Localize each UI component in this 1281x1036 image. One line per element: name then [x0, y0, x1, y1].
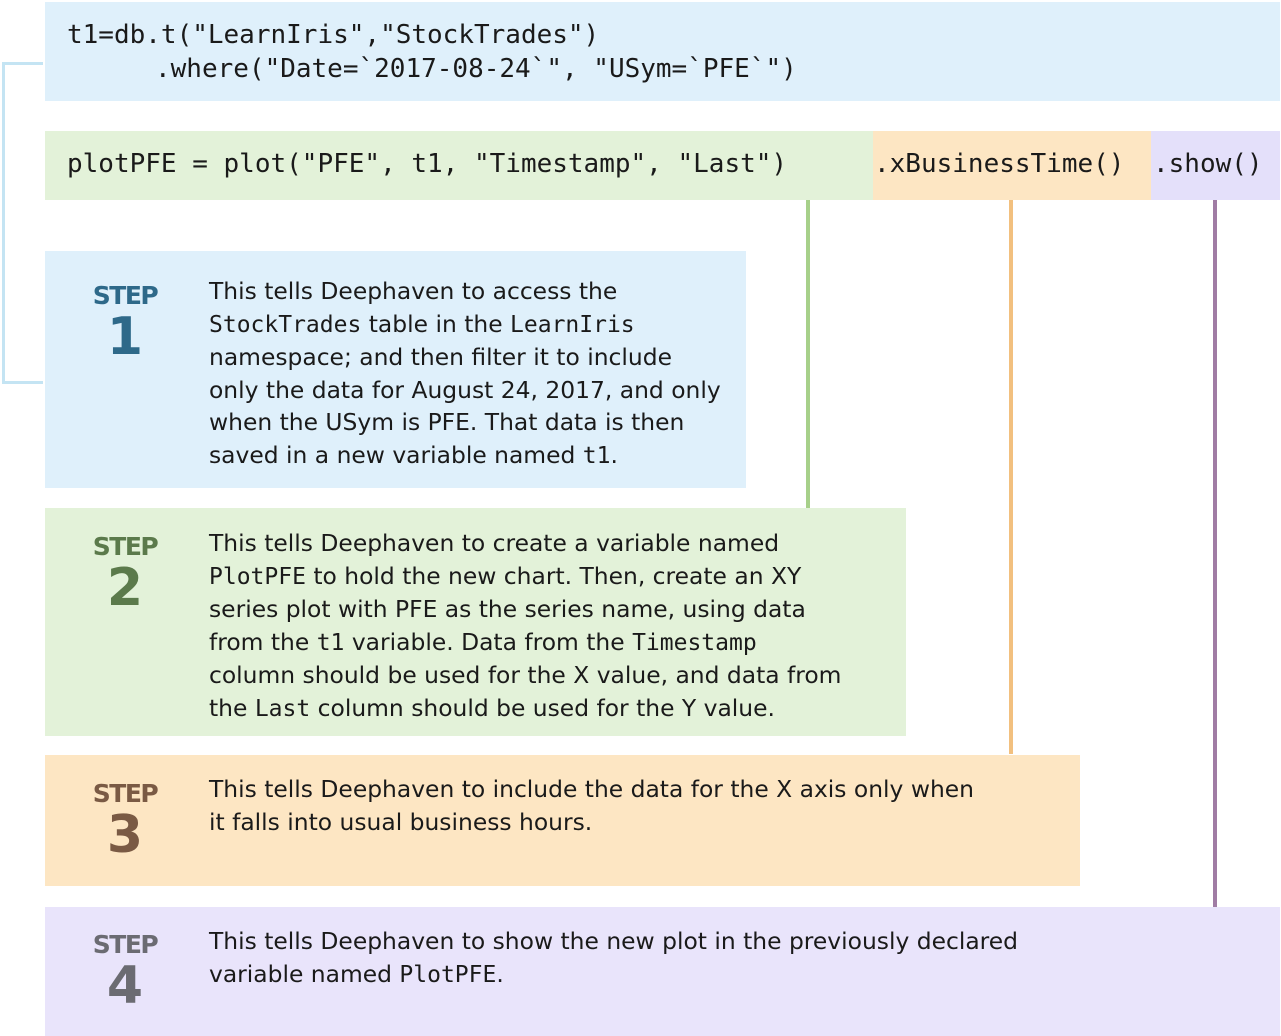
description-line: series plot with PFE as the series name,… [209, 593, 841, 626]
code-plot-call: plotPFE = plot("PFE", t1, "Timestamp", "… [67, 149, 788, 179]
inline-code: PlotPFE [209, 563, 306, 590]
description-text: the [209, 693, 255, 722]
description-text: variable. Data from the [344, 627, 633, 656]
step-4-word: STEP [92, 930, 159, 959]
description-line: This tells Deephaven to create a variabl… [209, 527, 841, 560]
step-1-box: STEP 1 This tells Deephaven to access th… [45, 251, 746, 488]
description-line: This tells Deephaven to show the new plo… [209, 925, 1018, 958]
code-segment-business-time: .xBusinessTime() [873, 131, 1151, 200]
step2-connector [806, 200, 810, 508]
description-text: This tells Deephaven to access the [209, 277, 618, 305]
step4-connector [1213, 200, 1217, 907]
inline-code: LearnIris [510, 311, 635, 338]
step-3-box: STEP 3 This tells Deephaven to include t… [45, 755, 1080, 886]
description-line: only the data for August 24, 2017, and o… [209, 374, 721, 407]
description-line: the Last column should be used for the Y… [209, 692, 841, 726]
description-line: when the USym is PFE. That data is then [209, 406, 721, 439]
code-segment-show: .show() [1151, 131, 1280, 200]
step-3-word: STEP [92, 779, 159, 808]
description-line: variable named PlotPFE. [209, 958, 1018, 992]
description-text: only the data for August 24, 2017, and o… [209, 375, 721, 404]
step-2-label: STEP 2 [90, 532, 160, 618]
step-1-label: STEP 1 [90, 281, 160, 367]
step-1-number: 1 [106, 307, 144, 367]
description-text: namespace; and then filter it to include [209, 343, 672, 371]
step-3-label: STEP 3 [90, 779, 160, 865]
step-2-word: STEP [92, 532, 159, 561]
code-block-query: t1=db.t("LearnIris","StockTrades") .wher… [45, 2, 1280, 101]
description-text: column should be used for the Y value. [310, 693, 775, 722]
inline-code: t1 [316, 629, 345, 656]
step-4-description: This tells Deephaven to show the new plo… [209, 925, 1018, 991]
description-line: PlotPFE to hold the new chart. Then, cre… [209, 560, 841, 594]
inline-code: t1 [582, 442, 611, 469]
description-text: to hold the new chart. Then, create an X… [305, 561, 802, 590]
code-segment-plot: plotPFE = plot("PFE", t1, "Timestamp", "… [45, 131, 873, 200]
description-line: namespace; and then filter it to include [209, 341, 721, 374]
description-text: variable named [209, 959, 400, 988]
description-text: . [496, 959, 504, 988]
description-text: This tells Deephaven to show the new plo… [209, 927, 1019, 955]
code-line-table: t1=db.t("LearnIris","StockTrades") [67, 20, 600, 50]
code-line-where: .where("Date=`2017-08-24`", "USym=`PFE`"… [155, 54, 797, 84]
description-text: column should be used for the X value, a… [209, 661, 842, 689]
code-business-time: .xBusinessTime() [874, 149, 1125, 179]
description-line: This tells Deephaven to include the data… [209, 773, 974, 806]
description-text: it falls into usual business hours. [209, 807, 593, 836]
step-4-label: STEP 4 [90, 930, 160, 1016]
description-text: table in the [361, 309, 511, 338]
step-3-number: 3 [106, 805, 144, 865]
description-text: saved in a new variable named [209, 440, 583, 469]
description-text: series plot with PFE as the series name,… [209, 595, 806, 623]
description-text: when the USym is PFE. That data is then [209, 408, 685, 436]
step1-connector [2, 62, 43, 384]
description-line: StockTrades table in the LearnIris [209, 308, 721, 342]
step-4-box: STEP 4 This tells Deephaven to show the … [45, 907, 1280, 1036]
description-line: from the t1 variable. Data from the Time… [209, 626, 841, 660]
step-1-word: STEP [92, 281, 159, 310]
inline-code: StockTrades [209, 311, 362, 338]
description-line: saved in a new variable named t1. [209, 439, 721, 473]
description-text: This tells Deephaven to include the data… [209, 775, 975, 803]
inline-code: Timestamp [632, 629, 757, 656]
step3-connector [1009, 200, 1013, 754]
description-text: . [610, 440, 618, 469]
description-line: it falls into usual business hours. [209, 806, 974, 839]
inline-code: Last [254, 695, 311, 722]
step-3-description: This tells Deephaven to include the data… [209, 773, 974, 838]
description-text: This tells Deephaven to create a variabl… [209, 529, 780, 557]
step-4-number: 4 [106, 956, 144, 1016]
description-text: from the [209, 627, 317, 656]
description-line: This tells Deephaven to access the [209, 275, 721, 308]
inline-code: PlotPFE [399, 961, 497, 988]
step-2-number: 2 [106, 558, 144, 618]
step-2-description: This tells Deephaven to create a variabl… [209, 527, 841, 725]
step-2-box: STEP 2 This tells Deephaven to create a … [45, 508, 906, 736]
code-show: .show() [1153, 149, 1263, 179]
description-line: column should be used for the X value, a… [209, 659, 841, 692]
